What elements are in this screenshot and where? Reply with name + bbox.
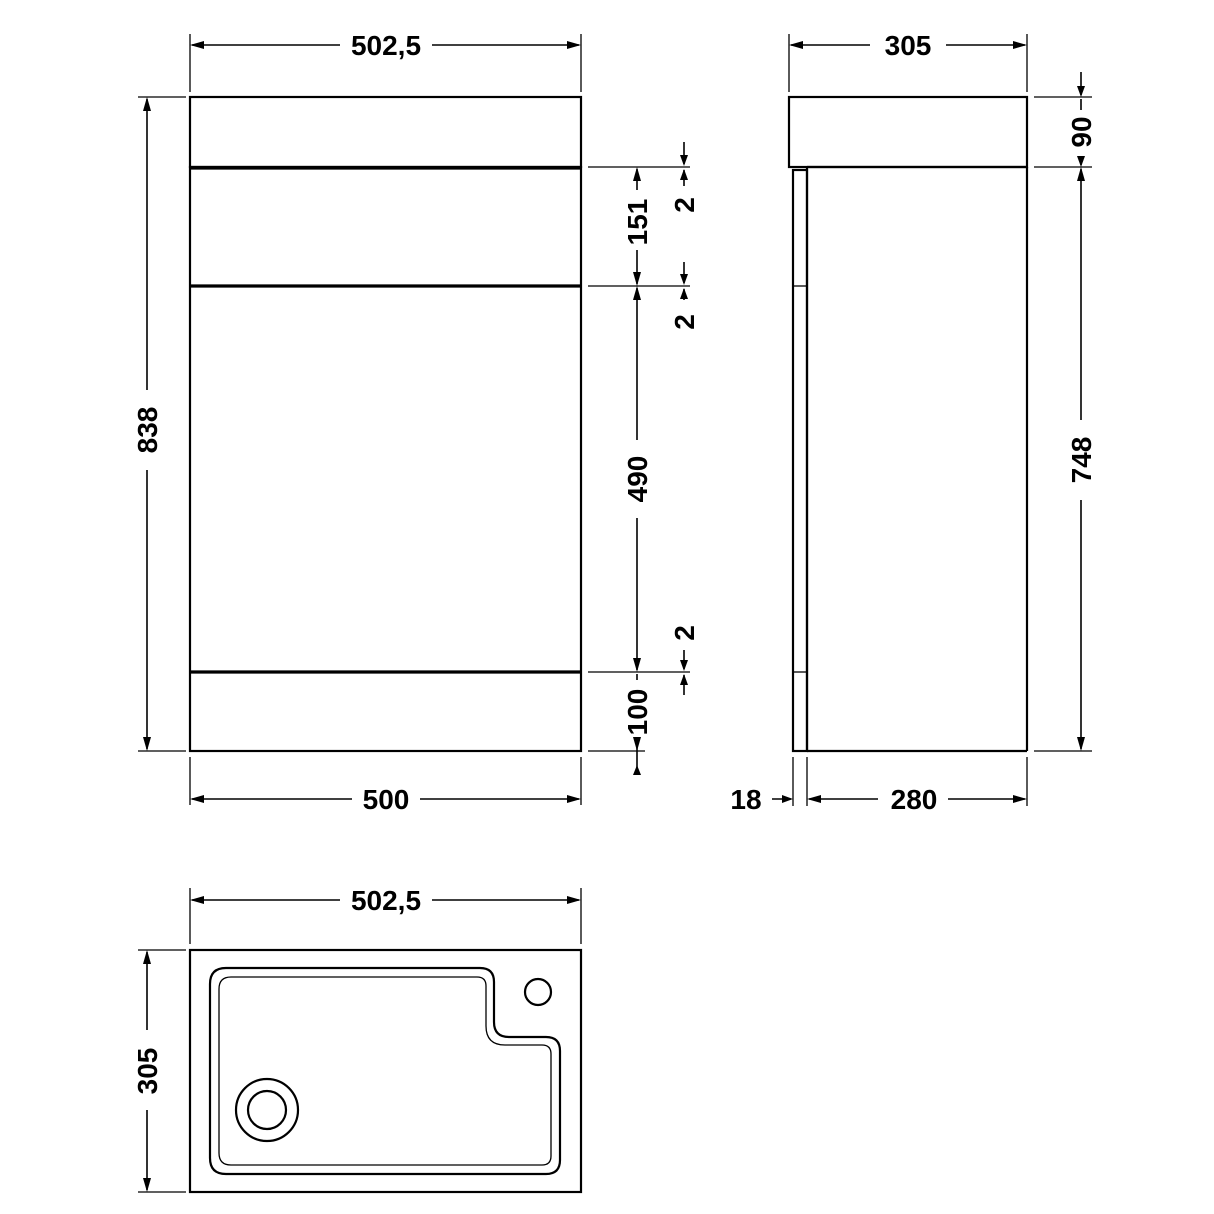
waste-outer — [234, 1077, 300, 1143]
front-top-width-label: 502,5 — [351, 30, 421, 61]
side-depth-label: 305 — [885, 30, 932, 61]
dim-side-depth: 305 — [788, 30, 1028, 92]
dim-front-overall-height: 838 — [132, 96, 186, 752]
side-view — [787, 95, 1029, 753]
door-thickness-label: 18 — [730, 784, 761, 815]
dim-side-bottom: 18 280 — [730, 757, 1028, 815]
waste-inner — [246, 1089, 288, 1131]
basin-height-label: 90 — [1066, 116, 1097, 147]
front-bottom-width-label: 500 — [363, 784, 410, 815]
tap-hole — [523, 977, 553, 1007]
top-view — [188, 948, 583, 1194]
top-depth-label: 305 — [132, 1048, 163, 1095]
front-view — [188, 95, 583, 753]
gap-top-label: 2 — [669, 197, 700, 213]
cabinet-height-label: 748 — [1066, 437, 1097, 484]
front-outline-cabinet — [188, 165, 583, 753]
dim-front-top-width: 502,5 — [189, 30, 582, 92]
dim-top-width: 502,5 — [189, 885, 582, 944]
drawer-height-label: 151 — [622, 199, 653, 246]
plinth-height-label: 100 — [622, 689, 653, 736]
bowl-outer — [208, 966, 562, 1176]
side-right-extensions — [1034, 96, 1092, 752]
dim-front-gaps: 2 2 2 — [669, 142, 700, 695]
top-outline — [188, 948, 583, 1194]
front-right-extensions — [588, 166, 690, 752]
side-door-outline — [791, 168, 809, 753]
dim-top-depth: 305 — [132, 949, 186, 1193]
overall-height-label: 838 — [132, 407, 163, 454]
front-outline-basin — [188, 95, 583, 169]
dim-front-bottom-width: 500 — [189, 757, 582, 815]
dim-front-vertical-stack: 151 490 100 — [622, 167, 653, 775]
side-basin-outline — [787, 95, 1029, 169]
dim-side-basin-height: 90 — [1066, 72, 1097, 167]
dim-side-cabinet-height: 748 — [1066, 167, 1097, 751]
carcass-depth-label: 280 — [891, 784, 938, 815]
gap-middle-label: 2 — [669, 314, 700, 330]
door-height-label: 490 — [622, 456, 653, 503]
bowl-inner — [218, 976, 552, 1166]
top-width-label: 502,5 — [351, 885, 421, 916]
gap-bottom-label: 2 — [669, 625, 700, 641]
